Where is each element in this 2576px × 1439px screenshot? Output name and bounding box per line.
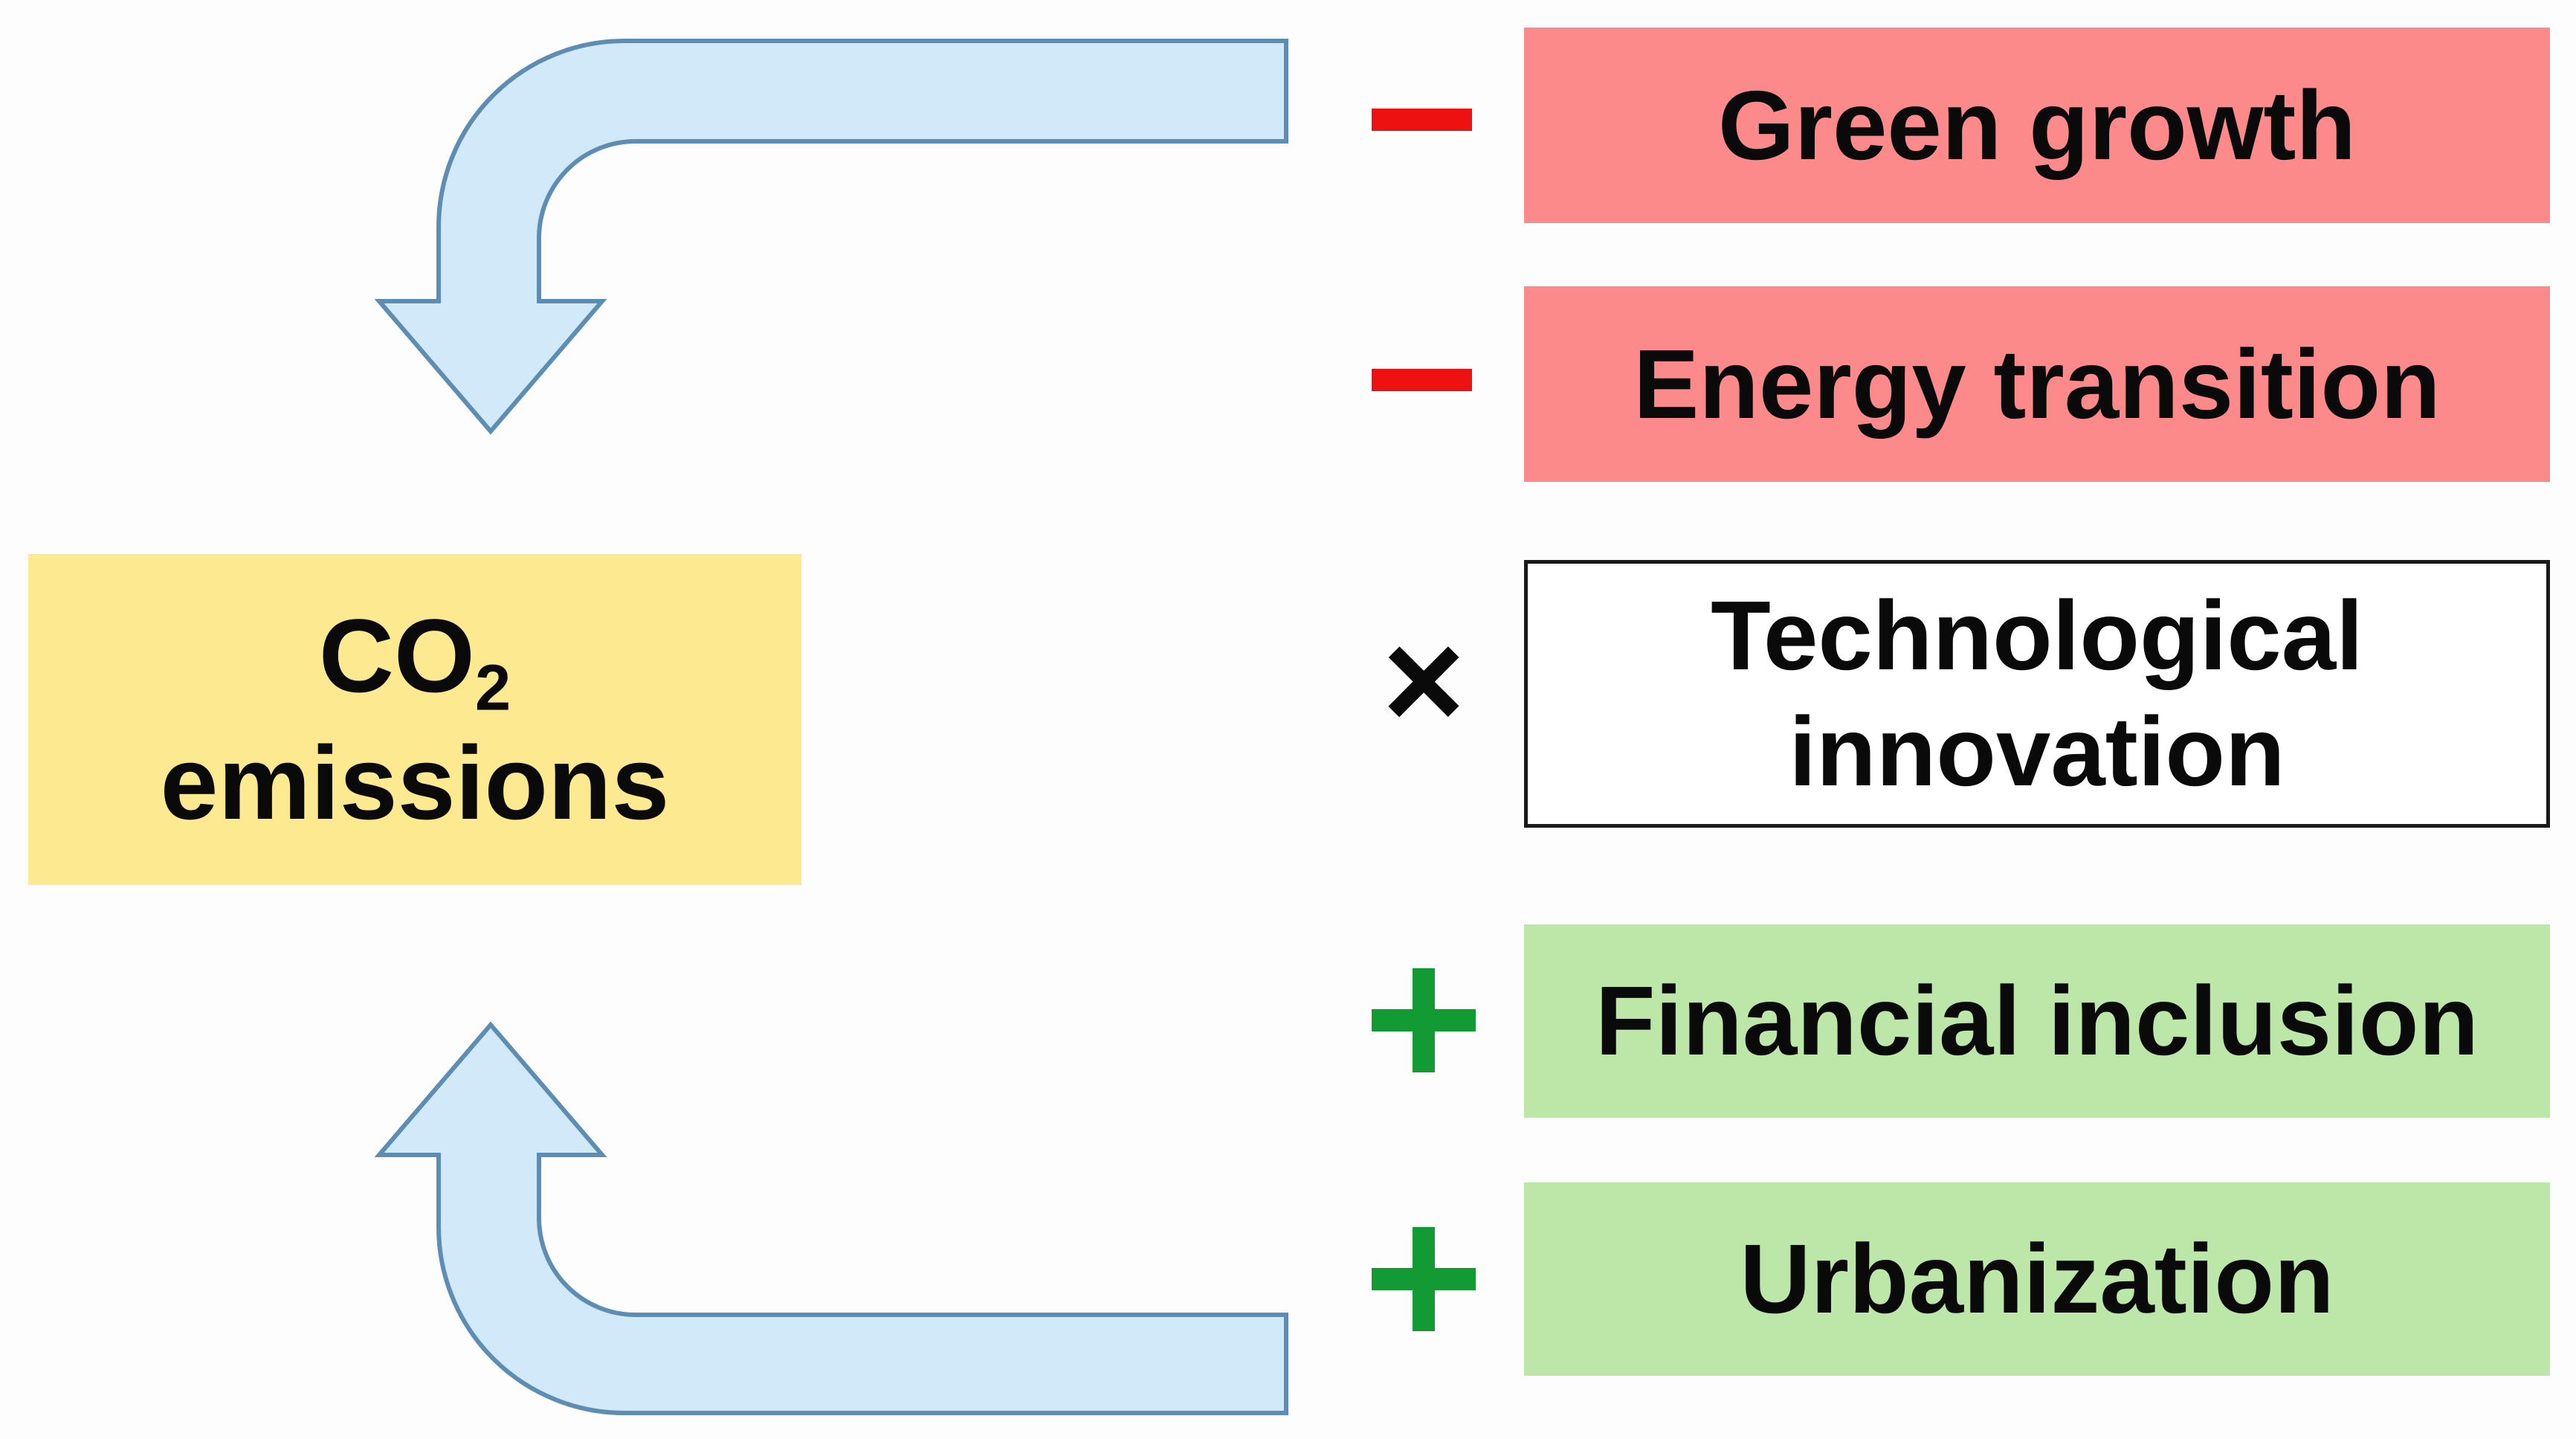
plus-sign: [1372, 968, 1476, 1072]
minus-sign: [1372, 329, 1476, 433]
factor-box-financial-inclusion: Financial inclusion: [1524, 924, 2550, 1118]
plus-bar-vertical: [1413, 1227, 1435, 1331]
co2-emissions-label: CO2 emissions: [161, 593, 670, 847]
factor-box-green-growth: Green growth: [1524, 28, 2550, 223]
factor-box-technological-innovation: Technological innovation: [1524, 560, 2550, 828]
factor-label: Green growth: [1717, 70, 2357, 180]
times-glyph: ×: [1382, 602, 1465, 759]
minus-bar: [1372, 109, 1472, 131]
co2-subscript: 2: [474, 651, 511, 724]
minus-sign: [1372, 68, 1476, 173]
plus-sign: [1372, 1227, 1476, 1331]
times-sign: ×: [1372, 602, 1476, 759]
factor-box-energy-transition: Energy transition: [1524, 286, 2550, 482]
top-bent-arrow: [374, 39, 1288, 435]
factor-box-urbanization: Urbanization: [1524, 1182, 2550, 1376]
minus-bar: [1372, 369, 1472, 391]
co2-emissions-box: CO2 emissions: [28, 554, 801, 885]
factor-label: Energy transition: [1633, 329, 2441, 439]
factor-label: Urbanization: [1740, 1224, 2334, 1334]
co2-text: CO: [318, 596, 475, 714]
bottom-bent-arrow: [374, 1021, 1288, 1415]
plus-bar-vertical: [1413, 968, 1435, 1072]
emissions-text: emissions: [160, 724, 670, 841]
factor-label: Technological innovation: [1711, 581, 2363, 806]
co2-label: CO2: [161, 593, 670, 720]
factor-label: Financial inclusion: [1595, 966, 2479, 1076]
